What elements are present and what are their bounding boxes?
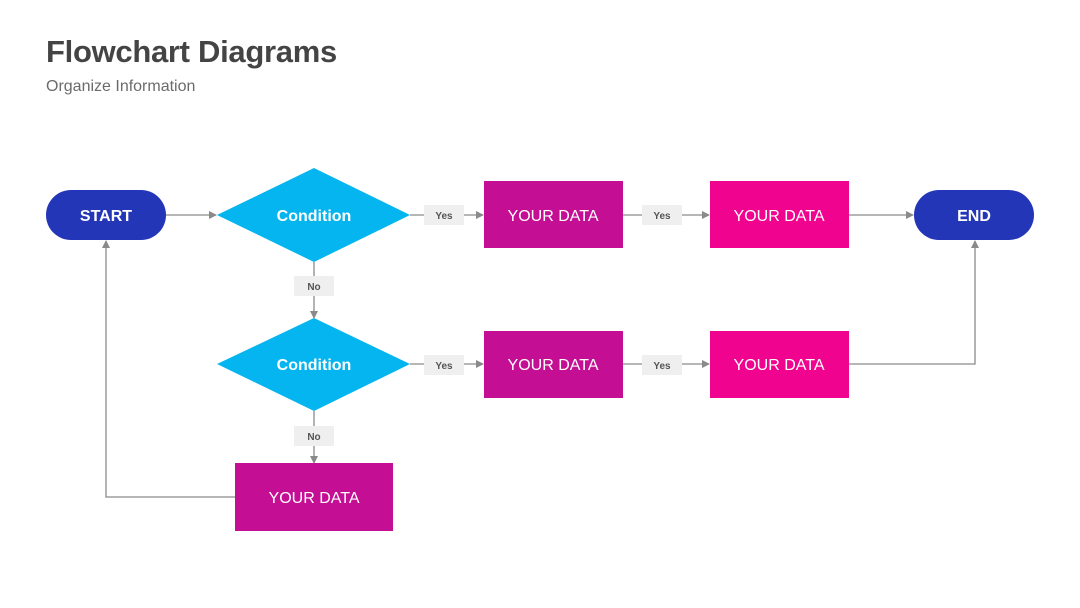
end-label: END xyxy=(957,208,991,225)
data-1-label: YOUR DATA xyxy=(508,208,599,225)
data-node-1: YOUR DATA xyxy=(484,181,623,248)
svg-text:Yes: Yes xyxy=(653,361,671,372)
data-4-label: YOUR DATA xyxy=(734,357,825,374)
edge-label-no-2: No xyxy=(294,426,334,446)
svg-text:Yes: Yes xyxy=(653,211,671,222)
svg-text:Yes: Yes xyxy=(435,211,453,222)
edge-label-yes-4: Yes xyxy=(642,355,682,375)
page-title: Flowchart Diagrams xyxy=(46,34,337,69)
edge-label-no-1: No xyxy=(294,276,334,296)
edge-label-yes-3: Yes xyxy=(424,355,464,375)
data-node-3: YOUR DATA xyxy=(484,331,623,398)
data-node-2: YOUR DATA xyxy=(710,181,849,248)
connector-data5-start xyxy=(102,240,235,498)
connector-data4-end xyxy=(849,240,979,365)
edge-label-yes-1: Yes xyxy=(424,205,464,225)
condition-2-label: Condition xyxy=(277,357,352,374)
svg-text:No: No xyxy=(307,282,320,293)
data-node-4: YOUR DATA xyxy=(710,331,849,398)
page-subtitle: Organize Information xyxy=(46,78,196,95)
svg-text:No: No xyxy=(307,432,320,443)
data-3-label: YOUR DATA xyxy=(508,357,599,374)
start-node: START xyxy=(46,190,166,240)
data-5-label: YOUR DATA xyxy=(269,490,360,507)
condition-1-label: Condition xyxy=(277,208,352,225)
start-label: START xyxy=(80,208,132,225)
edge-label-yes-2: Yes xyxy=(642,205,682,225)
condition-node-2: Condition xyxy=(217,318,410,411)
end-node: END xyxy=(914,190,1034,240)
data-node-5: YOUR DATA xyxy=(235,463,393,531)
condition-node-1: Condition xyxy=(217,168,410,262)
svg-text:Yes: Yes xyxy=(435,361,453,372)
data-2-label: YOUR DATA xyxy=(734,208,825,225)
